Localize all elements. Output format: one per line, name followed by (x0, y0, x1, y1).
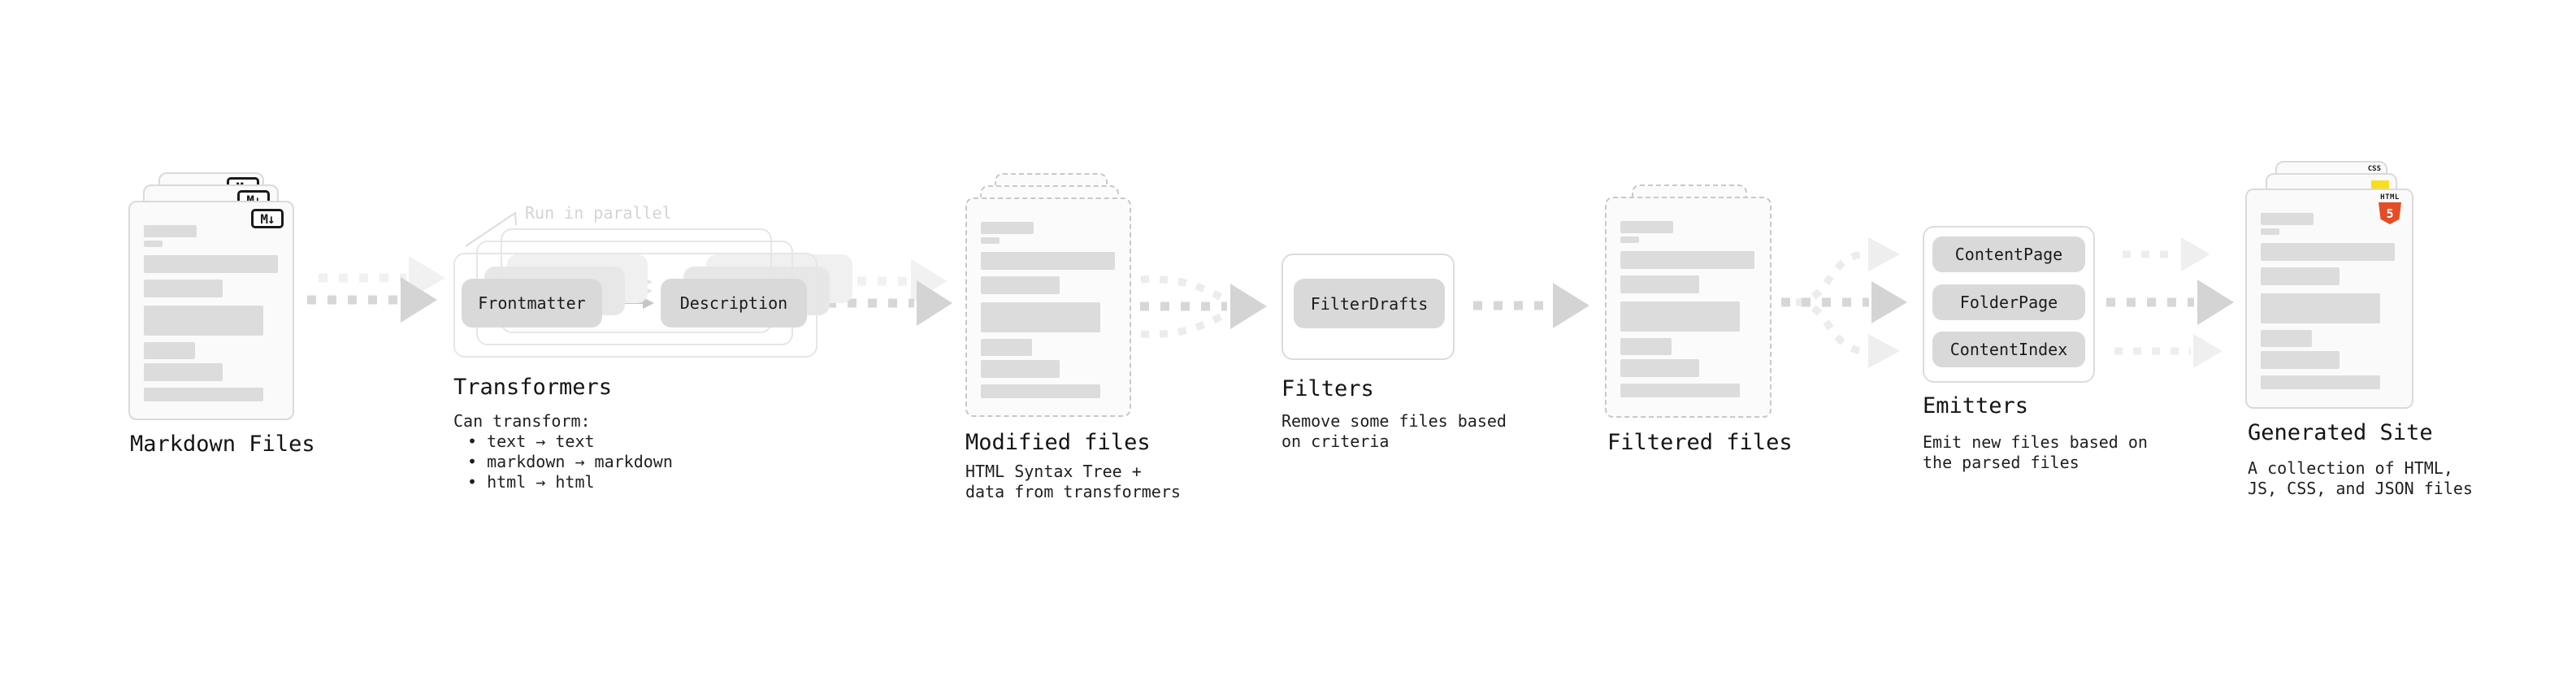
content-bar (144, 342, 195, 359)
arrow-filtered-to-emitters-icon (1781, 237, 1907, 368)
file-content-placeholder (2261, 213, 2395, 389)
content-bar (144, 241, 163, 247)
generated-site-description: A collection of HTML, (2248, 458, 2453, 478)
content-bar (2261, 293, 2380, 323)
stage-title-modified-files: Modified files (965, 430, 1151, 455)
stage-title-emitters: Emitters (1923, 393, 2029, 419)
content-bar (1620, 221, 1673, 233)
arrow-emitters-to-site-icon (2106, 237, 2234, 368)
content-bar (1620, 384, 1740, 397)
html5-icon: HTML 5 (2379, 194, 2401, 224)
content-bar (2261, 267, 2340, 285)
filter-pill-filterdrafts: FilterDrafts (1294, 279, 1445, 328)
content-bar (2261, 228, 2279, 235)
transformer-pill-description: Description (661, 279, 807, 327)
content-bar (981, 339, 1032, 356)
transformers-description: Can transform: (453, 411, 591, 431)
modified-file-card-front (965, 197, 1131, 417)
emitter-pill-folderpage: FolderPage (1932, 284, 2085, 320)
run-in-parallel-annotation: Run in parallel (525, 203, 672, 223)
transformer-box-front (453, 253, 817, 358)
transformers-bullet: • text → text (467, 432, 595, 451)
content-bar (981, 302, 1100, 332)
content-bar (144, 388, 263, 401)
markdown-icon: M↓ (251, 209, 284, 228)
html5-label: HTML (2380, 193, 2400, 202)
content-bar (2261, 375, 2380, 389)
content-bar (981, 276, 1060, 294)
content-bar (2261, 213, 2314, 225)
content-bar (144, 225, 197, 237)
content-bar (1620, 338, 1672, 355)
emitters-description: the parsed files (1923, 453, 2079, 472)
file-content-placeholder (1620, 221, 1754, 397)
emitter-pill-contentpage: ContentPage (1932, 236, 2085, 272)
arrow-markdown-to-transformers-icon (307, 256, 445, 323)
emitters-box (1923, 226, 2095, 383)
markdown-file-card-front: M↓ (128, 201, 294, 420)
content-bar (144, 280, 223, 297)
content-bar (144, 363, 223, 381)
content-bar (981, 252, 1115, 270)
content-bar (1620, 301, 1740, 332)
modified-files-description: HTML Syntax Tree + (965, 462, 1142, 481)
stage-title-generated-site: Generated Site (2248, 420, 2433, 445)
file-content-placeholder (981, 222, 1115, 398)
transformers-bullet: • markdown → markdown (467, 452, 673, 471)
emitters-description: Emit new files based on (1923, 432, 2148, 452)
stage-title-markdown-files: Markdown Files (130, 432, 315, 457)
stage-title-filtered-files: Filtered files (1607, 430, 1793, 455)
filters-box (1281, 254, 1455, 360)
content-bar (981, 384, 1100, 398)
content-bar (981, 360, 1060, 378)
content-bar (1620, 236, 1639, 243)
generated-site-description: JS, CSS, and JSON files (2248, 479, 2473, 498)
filters-description: Remove some files based (1281, 411, 1507, 431)
content-bar (2261, 351, 2340, 369)
transformer-pill-frontmatter: Frontmatter (462, 279, 602, 327)
filtered-file-card-front (1605, 197, 1772, 418)
javascript-icon (2371, 180, 2389, 189)
transformers-bullet: • html → html (467, 472, 595, 492)
site-file-card-front: HTML 5 (2245, 189, 2413, 409)
file-content-placeholder (144, 225, 278, 401)
content-bar (2261, 330, 2312, 347)
stage-title-filters: Filters (1281, 376, 1374, 401)
content-bar (981, 237, 1000, 244)
modified-files-description: data from transformers (965, 482, 1181, 501)
filters-description: on criteria (1281, 432, 1390, 451)
content-bar (144, 306, 263, 336)
content-bar (144, 255, 278, 273)
content-bar (1620, 359, 1699, 377)
emitter-pill-contentindex: ContentIndex (1932, 332, 2085, 367)
content-bar (2261, 243, 2395, 261)
content-bar (981, 222, 1034, 234)
arrow-filters-to-filtered-icon (1473, 283, 1589, 328)
stage-title-transformers: Transformers (453, 375, 613, 400)
content-bar (1620, 251, 1754, 269)
arrow-modified-to-filters-icon (1140, 275, 1267, 338)
content-bar (1620, 275, 1699, 293)
